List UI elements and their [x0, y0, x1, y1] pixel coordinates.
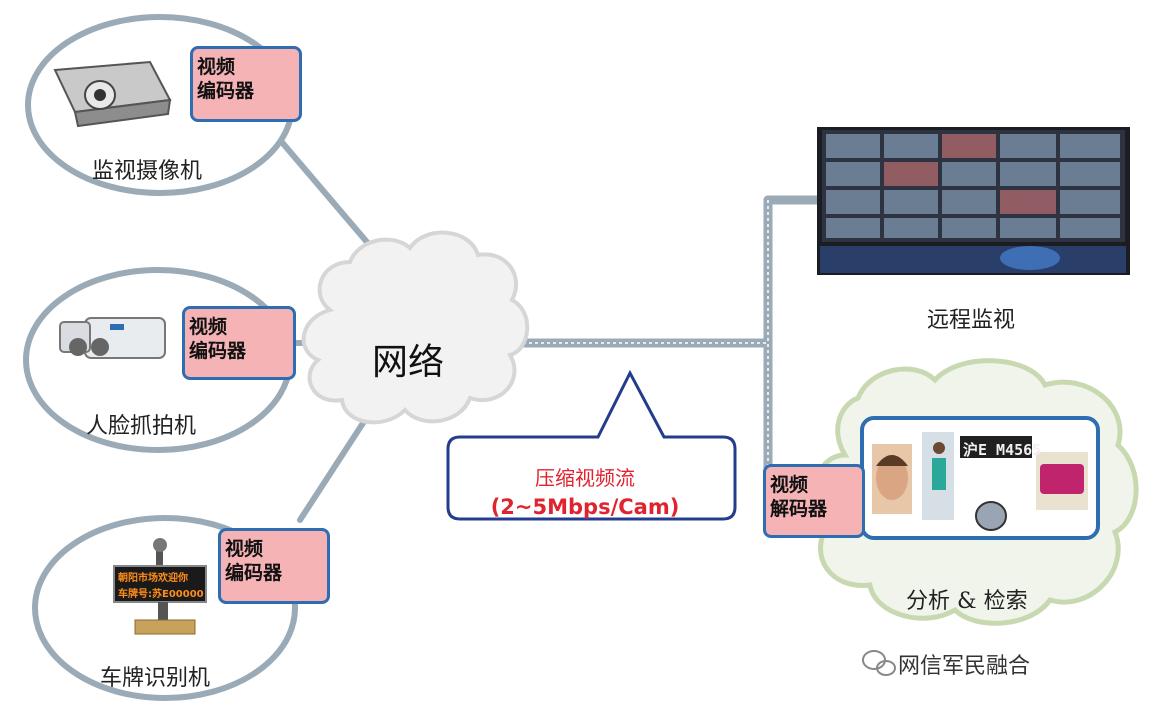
face-camera-image [59, 317, 166, 359]
decoder-line1: 视频 [770, 474, 809, 496]
network-label: 网络 [372, 342, 445, 383]
decoder-line2: 解码器 [770, 498, 828, 520]
plate-sign-line2: 车牌号:苏E00000 [118, 589, 204, 600]
wechat-icon [862, 650, 896, 676]
face-encoder-line2: 编码器 [189, 340, 247, 362]
stream-callout-bubble [446, 369, 737, 521]
plate-encoder-box: 视频 编码器 [218, 528, 330, 604]
plate-sign-image [113, 538, 207, 635]
plate-label: 车牌识别机 [100, 666, 211, 691]
stream-callout: 压缩视频流 (2~5Mbps/Cam) [440, 462, 730, 519]
plate-encoder-line1: 视频 [225, 538, 264, 560]
plate-encoder-line2: 编码器 [225, 562, 283, 584]
video-wall-image [817, 127, 1130, 275]
camera-encoder-line1: 视频 [197, 56, 236, 78]
surveillance-camera-image [53, 60, 172, 128]
face-encoder-line1: 视频 [189, 316, 228, 338]
stream-title: 压缩视频流 [535, 466, 635, 490]
remote-label: 远程监视 [927, 308, 1016, 333]
camera-encoder-box: 视频 编码器 [190, 46, 302, 122]
analysis-plate-text: 沪E M4565 [963, 441, 1042, 459]
decoder-box: 视频 解码器 [763, 464, 865, 538]
analysis-images [872, 432, 1088, 531]
camera-encoder-line2: 编码器 [197, 80, 255, 102]
network-cloud [301, 230, 530, 425]
camera-label: 监视摄像机 [92, 159, 203, 184]
watermark-text: 网信军民融合 [898, 654, 1031, 679]
face-label: 人脸抓拍机 [86, 414, 197, 439]
stream-rate: (2~5Mbps/Cam) [490, 495, 680, 519]
analysis-label: 分析 & 检索 [906, 589, 1028, 614]
plate-sign-line1: 朝阳市场欢迎你 [118, 573, 188, 584]
face-encoder-box: 视频 编码器 [182, 306, 296, 380]
